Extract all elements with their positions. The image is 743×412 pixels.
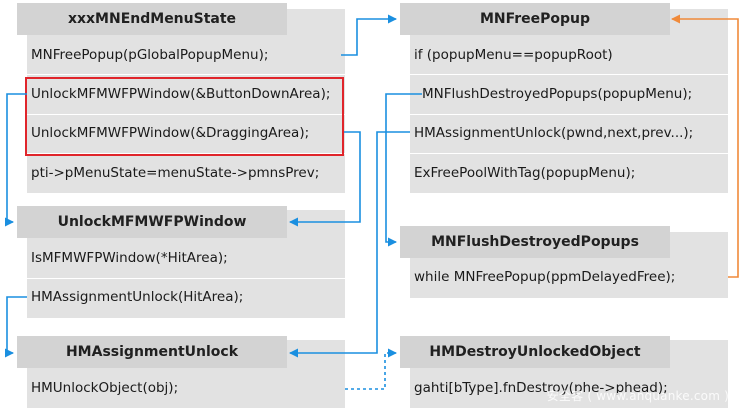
freepopup-row-1: MNFlushDestroyedPopups(popupMenu);: [422, 86, 693, 102]
arrow-freepopup-hmunlock: [289, 131, 410, 358]
endmenustate-divider: [27, 114, 345, 115]
arrow-flush-loop: [671, 14, 739, 278]
endmenustate-box: [27, 9, 345, 193]
flush-row-0: while MNFreePopup(ppmDelayedFree);: [414, 269, 676, 285]
highlight-frame: [25, 77, 344, 156]
arrow-unlock-buttondown: [5, 93, 27, 227]
arrow-freepopup-call: [341, 14, 397, 56]
destroy-title: HMDestroyUnlockedObject: [400, 336, 670, 368]
unlockwindow-title: UnlockMFMWFPWindow: [17, 206, 287, 238]
hmunlock-row-0: HMUnlockObject(obj);: [31, 380, 179, 396]
arrow-hmunlock-hitarea: [5, 296, 27, 358]
endmenustate-row-2: UnlockMFMWFPWindow(&DraggingArea);: [31, 125, 310, 141]
unlockwindow-row-1: HMAssignmentUnlock(HitArea);: [31, 289, 244, 305]
destroy-row-0: gahti[bType].fnDestroy(phe->phead);: [414, 380, 668, 396]
freepopup-row-3: ExFreePoolWithTag(popupMenu);: [414, 165, 636, 181]
arrow-flush-call: [385, 93, 422, 247]
freepopup-divider: [410, 74, 728, 75]
arrow-destroy-call: [345, 348, 397, 390]
freepopup-row-2: HMAssignmentUnlock(pwnd,next,prev...);: [414, 125, 694, 141]
endmenustate-row-1: UnlockMFMWFPWindow(&ButtonDownArea);: [31, 86, 331, 102]
arrow-unlock-dragging: [289, 131, 361, 227]
freepopup-divider: [410, 153, 728, 154]
watermark: 安全客 ( www.anquanke.com ): [546, 389, 729, 403]
freepopup-title: MNFreePopup: [400, 3, 670, 35]
freepopup-box: [410, 9, 728, 193]
freepopup-divider: [410, 114, 728, 115]
endmenustate-divider: [27, 74, 345, 75]
endmenustate-row-3: pti->pMenuState=menuState->pmnsPrev;: [31, 165, 320, 181]
freepopup-row-0: if (popupMenu==popupRoot): [414, 47, 613, 63]
endmenustate-title: xxxMNEndMenuState: [17, 3, 287, 35]
endmenustate-row-0: MNFreePopup(pGlobalPopupMenu);: [31, 47, 269, 63]
hmunlock-title: HMAssignmentUnlock: [17, 336, 287, 368]
endmenustate-divider: [27, 153, 345, 154]
unlockwindow-row-0: IsMFMWFPWindow(*HitArea);: [31, 250, 228, 266]
unlockwindow-divider: [27, 278, 345, 279]
flush-title: MNFlushDestroyedPopups: [400, 226, 670, 258]
